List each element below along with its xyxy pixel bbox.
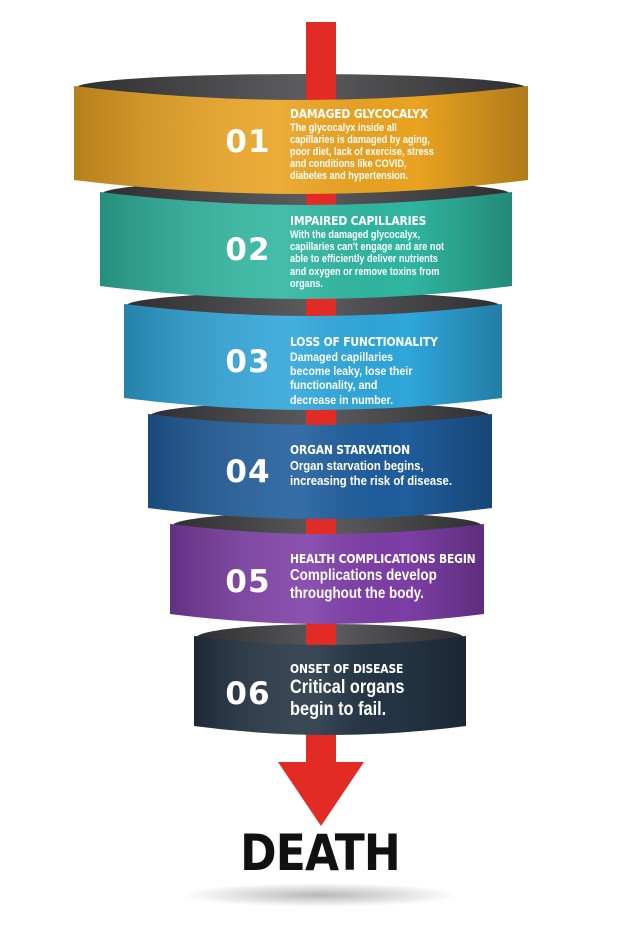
funnel-band-shade-1 bbox=[74, 86, 528, 194]
funnel-rim-1 bbox=[76, 74, 526, 102]
stage-title-4: ORGAN STARVATION bbox=[290, 442, 410, 457]
stage-description-5: Complications develop throughout the bod… bbox=[290, 567, 437, 602]
stage-number-2: 02 bbox=[225, 232, 271, 268]
stage-title-3: LOSS OF FUNCTIONALITY bbox=[290, 334, 438, 349]
funnel-band-shade-3 bbox=[124, 304, 502, 410]
stage-description-4: Organ starvation begins, increasing the … bbox=[290, 458, 453, 489]
stage-number-5: 05 bbox=[225, 564, 271, 600]
stage-description-3: Damaged capillaries become leaky, lose t… bbox=[290, 350, 413, 407]
stage-description-6: Critical organs begin to fail. bbox=[290, 677, 405, 720]
stage-title-2: IMPAIRED CAPILLARIES bbox=[290, 213, 427, 228]
funnel-band-shade-2 bbox=[100, 192, 512, 299]
ground-shadow bbox=[180, 883, 460, 907]
funnel-band-shade-5 bbox=[170, 524, 484, 624]
stage-number-3: 03 bbox=[225, 344, 271, 380]
stage-description-1: The glycocalyx inside all capillaries is… bbox=[290, 122, 434, 182]
stage-title-5: HEALTH COMPLICATIONS BEGIN bbox=[290, 551, 476, 566]
funnel-band-shade-4 bbox=[148, 414, 492, 519]
arrow-head bbox=[278, 762, 364, 826]
stage-title-1: DAMAGED GLYCOCALYX bbox=[290, 106, 428, 121]
stage-description-2: With the damaged glycocalyx, capillaries… bbox=[290, 229, 445, 290]
funnel-band-shade-6 bbox=[194, 636, 466, 735]
stage-number-1: 01 bbox=[225, 124, 271, 160]
stage-title-6: ONSET OF DISEASE bbox=[290, 661, 404, 676]
stage-number-4: 04 bbox=[225, 454, 271, 490]
outcome-label: DEATH bbox=[240, 824, 401, 882]
stage-number-6: 06 bbox=[225, 676, 271, 712]
